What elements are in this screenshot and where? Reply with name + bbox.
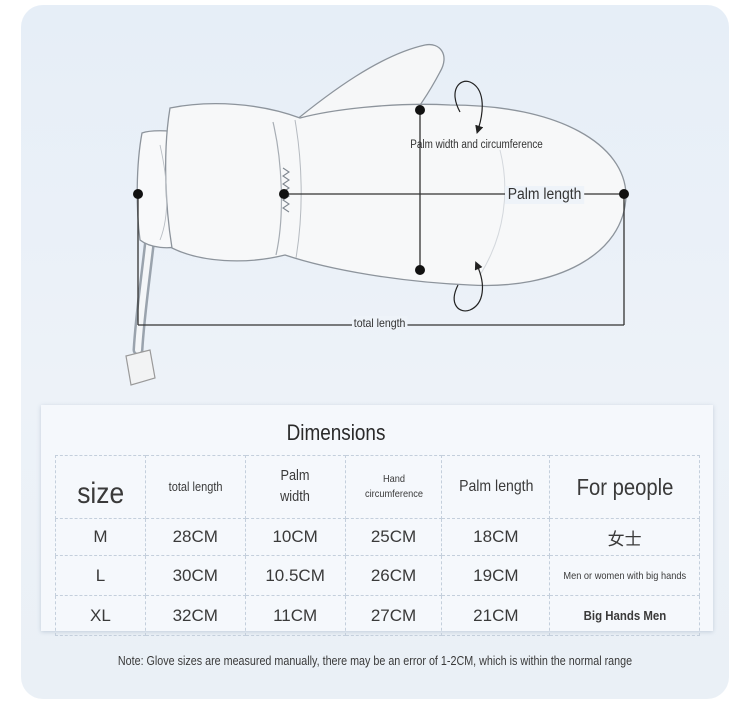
cell-total-length: 28CM bbox=[144, 518, 246, 556]
dimensions-title: Dimensions bbox=[286, 420, 386, 445]
cell-palm-width: 10CM bbox=[244, 518, 346, 556]
cell-total-length: 32CM bbox=[144, 595, 246, 636]
cell-for-people: 女士 bbox=[549, 518, 700, 556]
cell-size: M bbox=[55, 518, 146, 556]
table-row: L 30CM 10.5CM 26CM 19CM Men or women wit… bbox=[55, 555, 700, 596]
header-size: size bbox=[55, 455, 146, 519]
circumference-arrow-bottom bbox=[453, 261, 484, 312]
cell-palm-length: 21CM bbox=[441, 595, 551, 636]
table-row: M 28CM 10CM 25CM 18CM 女士 bbox=[55, 518, 700, 556]
measurement-dots bbox=[133, 105, 629, 275]
table-row: XL 32CM 11CM 27CM 21CM Big Hands Men bbox=[55, 595, 700, 636]
circumference-arrow-top bbox=[454, 80, 484, 135]
cell-palm-width: 10.5CM bbox=[244, 555, 346, 596]
palm-width-label: Palm width and circumference bbox=[410, 139, 543, 151]
cell-hand-circumference: 27CM bbox=[344, 595, 443, 636]
header-total-length: total length bbox=[144, 455, 246, 519]
size-table: size total length Palm width Hand circum… bbox=[55, 455, 700, 636]
cell-for-people: Men or women with big hands bbox=[549, 555, 700, 596]
cell-hand-circumference: 26CM bbox=[344, 555, 443, 596]
table-header-row: size total length Palm width Hand circum… bbox=[55, 455, 700, 519]
header-for-people: For people bbox=[549, 455, 700, 519]
wrist-cord-illustration bbox=[125, 232, 156, 386]
palm-length-label: Palm length bbox=[505, 186, 585, 204]
cell-hand-circumference: 25CM bbox=[344, 518, 443, 556]
cell-total-length: 30CM bbox=[144, 555, 246, 596]
cell-palm-width: 11CM bbox=[244, 595, 346, 636]
measurement-note: Note: Glove sizes are measured manually,… bbox=[117, 654, 633, 668]
cell-palm-length: 19CM bbox=[441, 555, 551, 596]
cell-for-people: Big Hands Men bbox=[549, 595, 700, 636]
header-palm-length: Palm length bbox=[441, 455, 551, 519]
cell-size: XL bbox=[55, 595, 146, 636]
header-hand-circumference: Hand circumference bbox=[344, 455, 443, 519]
cell-size: L bbox=[55, 555, 146, 596]
total-length-label: total length bbox=[352, 316, 408, 330]
header-palm-width: Palm width bbox=[244, 455, 346, 519]
cell-palm-length: 18CM bbox=[441, 518, 551, 556]
mitten-diagram bbox=[125, 43, 629, 386]
